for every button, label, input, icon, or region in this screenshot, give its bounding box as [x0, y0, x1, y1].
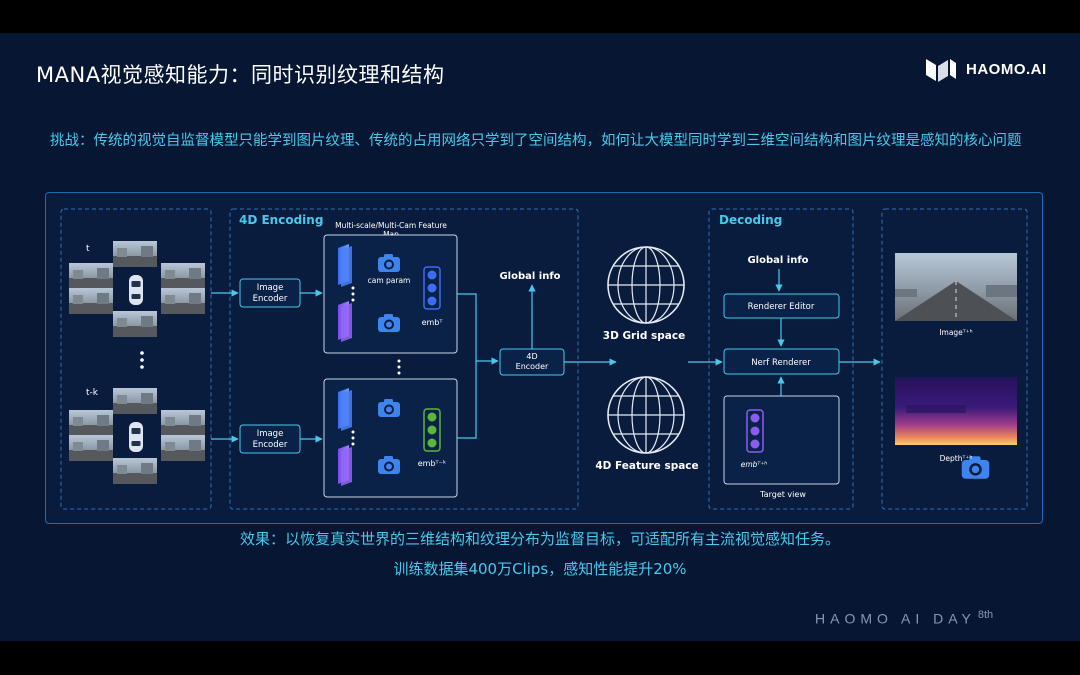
- camera-ring-t: [69, 241, 205, 337]
- ego-car-icon-t: [129, 275, 143, 305]
- image-output-label: Imageᵀ⁺ʰ: [939, 328, 972, 337]
- output-box: [881, 208, 1028, 510]
- time-label-tk: t-k: [86, 388, 99, 398]
- feature-4d-label: 4D Feature space: [595, 460, 698, 472]
- input-frames-box: [60, 208, 212, 510]
- nerf-renderer-label: Nerf Renderer: [751, 358, 811, 368]
- decoding-title: Decoding: [719, 213, 782, 227]
- emb-th-label: embᵀ⁺ʰ: [741, 460, 768, 469]
- camera-ring-tk: [69, 388, 205, 484]
- emb-tk-label: embᵀ⁻ᵏ: [418, 459, 447, 468]
- ellipsis-vertical-center: [397, 359, 401, 375]
- ellipsis-vertical-left: [140, 351, 144, 369]
- feature-stack-blue-t: [338, 244, 352, 287]
- architecture-diagram: t t-k: [60, 208, 1028, 510]
- emb-t-icon: [423, 266, 441, 310]
- encoding-title: 4D Encoding: [239, 213, 323, 227]
- page-title: MANA视觉感知能力：同时识别纹理和结构: [36, 63, 445, 87]
- rendered-image-output: [895, 253, 1017, 321]
- emb-tk-icon: [423, 408, 441, 452]
- logo-text: HAOMO.AI: [966, 60, 1047, 78]
- logo: HAOMO.AI: [924, 55, 1047, 83]
- target-view-label: Target view: [759, 490, 806, 499]
- ellipsis-feature-t: [351, 286, 355, 302]
- architecture-panel: t t-k: [45, 192, 1043, 524]
- target-view-box: [723, 395, 840, 485]
- grid-3d-label: 3D Grid space: [603, 330, 685, 342]
- event-name-text: HAOMO AI DAY: [815, 610, 976, 627]
- depth-output-label: Depthᵀ⁺ʰ: [940, 454, 973, 463]
- event-edition: 8th: [977, 609, 994, 621]
- encoding-box: [229, 208, 579, 510]
- global-info-left: Global info: [499, 271, 560, 282]
- feature-stack-purple-t: [338, 301, 352, 342]
- cam-param-label: cam param: [368, 276, 411, 285]
- training-text: 训练数据集400万Clips，感知性能提升20%: [393, 560, 687, 578]
- feature-stack-blue-tk: [338, 388, 352, 431]
- feature-4d-globe-icon: [607, 376, 685, 454]
- emb-t-label: embᵀ: [422, 318, 444, 327]
- global-info-right: Global info: [747, 255, 808, 266]
- ego-car-icon-tk: [129, 422, 143, 452]
- feature-stack-purple-tk: [338, 445, 352, 486]
- renderer-editor-label: Renderer Editor: [748, 302, 815, 312]
- grid-3d-globe-icon: [607, 246, 685, 324]
- haomo-logo-icon: [926, 59, 956, 82]
- rendered-depth-output: [895, 377, 1017, 445]
- time-label-t: t: [86, 244, 90, 254]
- decoding-box: [708, 208, 854, 510]
- effect-text: 效果：以恢复真实世界的三维结构和纹理分布为监督目标，可适配所有主流视觉感知任务。: [239, 530, 840, 548]
- emb-th-icon: [746, 409, 764, 453]
- challenge-text: 挑战：传统的视觉自监督模型只能学到图片纹理、传统的占用网络只学到了空间结构，如何…: [50, 133, 1022, 149]
- slide: MANA视觉感知能力：同时识别纹理和结构 HAOMO.AI 挑战：传统的视觉自监…: [0, 33, 1080, 641]
- ellipsis-feature-tk: [351, 430, 355, 446]
